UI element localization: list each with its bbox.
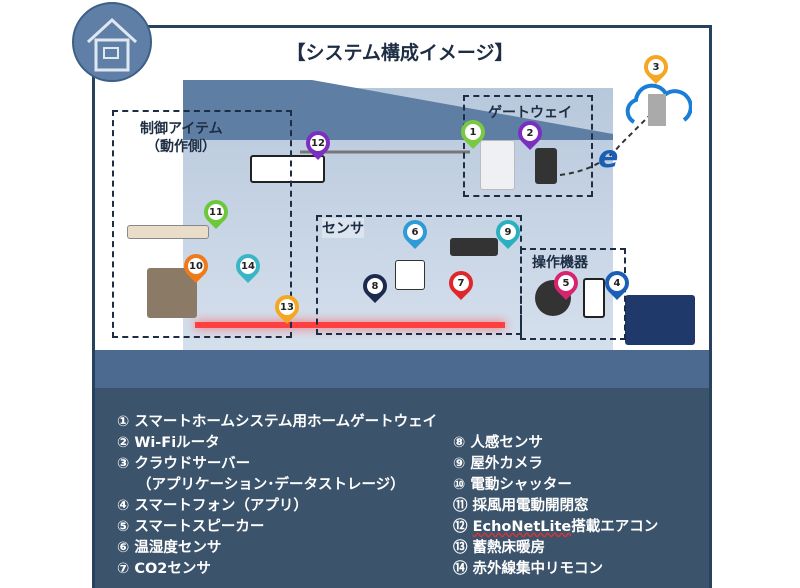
gateway-group-label: ゲートウェイ [488,105,572,121]
legend-item: ⑫ EchoNetLite搭載エアコン [453,517,658,538]
pin-number: 14 [240,258,256,274]
legend-item: ⑩ 電動シャッター [453,477,572,493]
pin-number: 9 [500,224,516,240]
pin-number: 5 [558,275,574,291]
control-items-group [112,110,292,338]
legend-item: ④ スマートフォン（アプリ） [117,498,308,514]
pin-number: 8 [367,278,383,294]
legend-right-column: ⑧ 人感センサ ⑨ 屋外カメラ ⑩ 電動シャッター ⑪ 採風用電動開閉窓 ⑫ E… [453,433,658,580]
legend-number: ⑫ [453,519,473,535]
legend-item: ② Wi-Fiルータ [117,435,220,451]
outdoor-camera-device [450,238,498,256]
diagram-frame [92,25,712,588]
legend-item: ⑥ 温湿度センサ [117,540,222,556]
pin-number: 10 [188,258,204,274]
pin-number: 1 [465,124,481,140]
wifi-router-icon [535,148,557,184]
gateway-group [463,95,593,197]
legend-text: 搭載エアコン [571,519,659,535]
legend-left-column: ① スマートホームシステム用ホームゲートウェイ ② Wi-Fiルータ ③ クラウ… [117,412,437,580]
floor-heating-glow [195,322,505,328]
pin-number: 7 [453,275,469,291]
home-gateway-device [480,140,515,190]
legend-item: （アプリケーション･データストレージ） [137,477,405,493]
control-group-sublabel: （動作側） [146,139,216,155]
operation-group-label: 操作機器 [532,255,588,271]
smartphone-icon [583,278,605,318]
sensor-group-label: センサ [322,218,364,238]
operation-devices-group [520,248,626,340]
cloud-server-icon [625,83,692,126]
legend-item: ⑧ 人感センサ [453,435,543,451]
pin-number: 6 [407,224,423,240]
legend-item: ⑤ スマートスピーカー [117,519,265,535]
internet-icon: e [598,140,619,175]
legend-echonet: EchoNetLite [472,519,572,535]
legend-panel: ① スマートホームシステム用ホームゲートウェイ ② Wi-Fiルータ ③ クラウ… [95,388,709,588]
pin-number: 2 [522,125,538,141]
diagram-title: 【システム構成イメージ】 [286,42,514,64]
pin-number: 4 [609,275,625,291]
legend-item: ③ クラウドサーバー [117,456,251,472]
pin-number: 11 [208,204,224,220]
legend-item: ⑬ 蓄熱床暖房 [453,540,546,556]
temperature-sensor-device [395,260,425,290]
control-group-label: 制御アイテム [140,121,223,137]
legend-item: ⑪ 採風用電動開閉窓 [453,498,589,514]
air-conditioner-icon [250,155,325,183]
legend-item: ⑦ CO2センサ [117,561,211,577]
pin-number: 12 [310,135,326,151]
legend-item: ① スマートホームシステム用ホームゲートウェイ [117,414,438,430]
legend-item: ⑨ 屋外カメラ [453,456,543,472]
legend-item: ⑭ 赤外線集中リモコン [453,561,604,577]
pin-number: 3 [648,59,664,75]
house-logo-icon [72,2,152,82]
electric-window [127,225,209,239]
ground [95,350,709,388]
pin-number: 13 [279,299,295,315]
car-icon [625,295,695,345]
